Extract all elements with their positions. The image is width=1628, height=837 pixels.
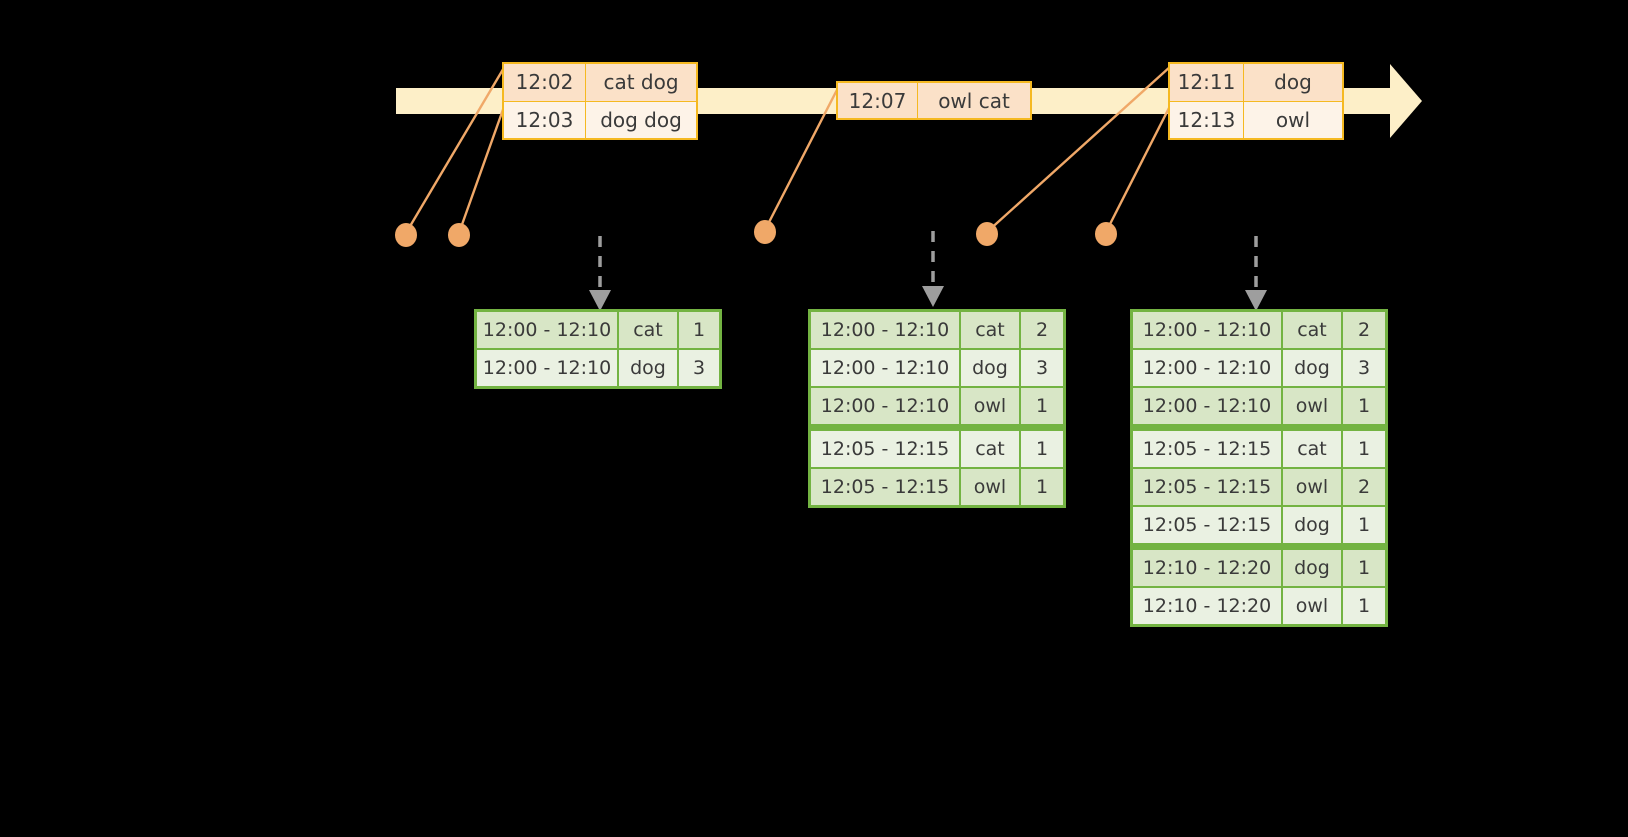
word-cell: owl [1283,388,1341,424]
word-cell: dog [1283,350,1341,386]
connector-line-5 [1104,103,1173,233]
event-words: dog dog [600,107,682,132]
word-cell: cat [961,312,1019,348]
event-row: 12:11 dog [1170,64,1342,101]
count-cell: 2 [1021,312,1063,348]
window-cell: 12:05 - 12:15 [1133,431,1281,467]
window-cell: 12:05 - 12:15 [1133,507,1281,543]
event-words: cat dog [603,70,679,95]
event-box-2[interactable]: 12:07 owl cat [836,81,1032,120]
word-cell: owl [1283,469,1341,505]
emit-arrowhead-1 [589,290,611,311]
event-dot-5 [1095,222,1117,246]
event-time: 12:03 [504,101,586,138]
event-row: 12:07 owl cat [838,83,1030,118]
window-cell: 12:00 - 12:10 [1133,350,1281,386]
word-cell: owl [961,469,1019,505]
table-group-separator [811,426,1063,429]
emit-arrowhead-2 [922,286,944,307]
count-cell: 1 [1021,469,1063,505]
count-cell: 1 [1343,550,1385,586]
event-box-1[interactable]: 12:02 cat dog 12:03 dog dog [502,62,698,140]
event-time: 12:13 [1170,101,1244,138]
window-cell: 12:00 - 12:10 [1133,388,1281,424]
connector-line-2 [457,103,507,234]
count-cell: 2 [1343,312,1385,348]
word-cell: owl [961,388,1019,424]
word-cell: owl [1283,588,1341,624]
event-time: 12:07 [838,83,918,118]
window-cell: 12:00 - 12:10 [811,350,959,386]
count-cell: 1 [1343,507,1385,543]
event-dot-2 [448,223,470,247]
window-cell: 12:05 - 12:15 [811,469,959,505]
event-row: 12:03 dog dog [504,100,696,138]
word-cell: cat [1283,312,1341,348]
window-cell: 12:00 - 12:10 [477,350,617,386]
word-cell: dog [619,350,677,386]
window-cell: 12:05 - 12:15 [811,431,959,467]
event-dots [395,220,1117,247]
event-words: owl [1275,107,1311,132]
event-time: 12:11 [1170,64,1244,101]
count-cell: 3 [679,350,719,386]
count-cell: 1 [679,312,719,348]
event-words: dog [1274,70,1312,95]
count-cell: 3 [1021,350,1063,386]
event-dot-3 [754,220,776,244]
window-cell: 12:10 - 12:20 [1133,550,1281,586]
window-cell: 12:00 - 12:10 [811,388,959,424]
window-cell: 12:10 - 12:20 [1133,588,1281,624]
event-dot-1 [395,223,417,247]
word-cell: dog [1283,550,1341,586]
count-cell: 2 [1343,469,1385,505]
table-group-separator [1133,426,1385,429]
window-cell: 12:00 - 12:10 [477,312,617,348]
count-cell: 1 [1343,431,1385,467]
count-cell: 1 [1021,388,1063,424]
window-cell: 12:00 - 12:10 [1133,312,1281,348]
event-words: owl cat [938,88,1010,113]
emit-arrowhead-3 [1245,290,1267,311]
word-cell: cat [619,312,677,348]
event-row: 12:13 owl [1170,100,1342,138]
event-dot-4 [976,222,998,246]
word-cell: dog [1283,507,1341,543]
count-cell: 3 [1343,350,1385,386]
count-cell: 1 [1021,431,1063,467]
emit-arrows [598,231,1258,292]
word-cell: cat [1283,431,1341,467]
window-cell: 12:05 - 12:15 [1133,469,1281,505]
table-group-separator [1133,545,1385,548]
window-cell: 12:00 - 12:10 [811,312,959,348]
word-cell: dog [961,350,1019,386]
event-row: 12:02 cat dog [504,64,696,101]
count-cell: 1 [1343,388,1385,424]
event-box-3[interactable]: 12:11 dog 12:13 owl [1168,62,1344,140]
count-cell: 1 [1343,588,1385,624]
event-time: 12:02 [504,64,586,101]
stream-timeline-arrowhead [1390,64,1422,138]
emit-arrowheads [589,286,1267,311]
word-cell: cat [961,431,1019,467]
